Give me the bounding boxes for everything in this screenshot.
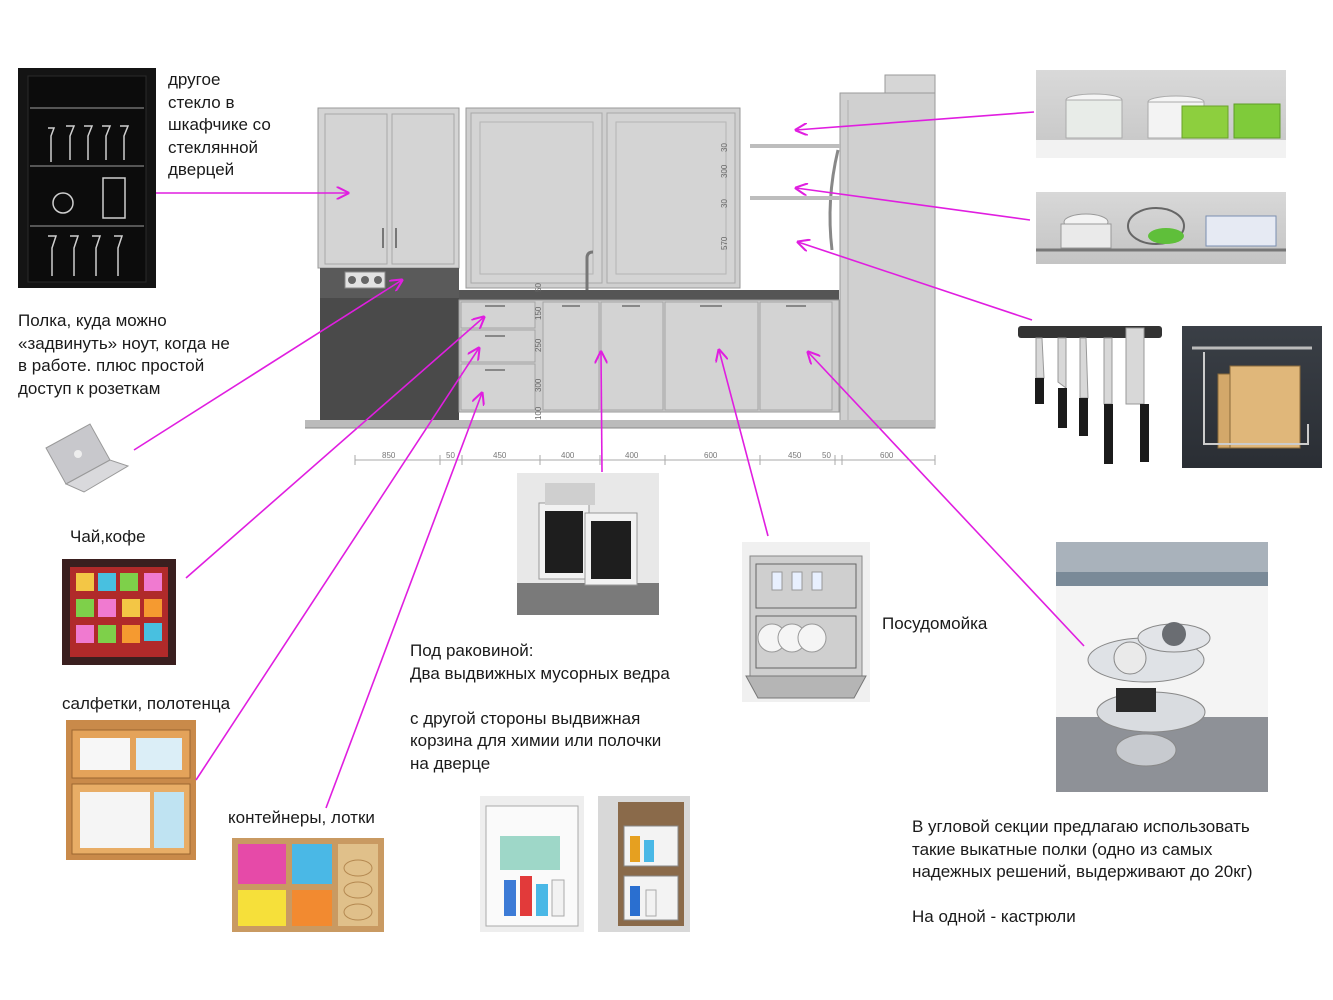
note-napkins: салфетки, полотенца xyxy=(62,694,231,713)
tea-coffee-drawer-photo xyxy=(62,559,176,665)
dishwasher-photo xyxy=(742,542,870,702)
trash-bins-photo xyxy=(517,473,659,615)
under-sink-basket-photo xyxy=(480,796,584,932)
dim-label-v: 30 xyxy=(720,199,729,208)
plates-shelf-photo xyxy=(1036,192,1286,264)
dim-label-v: 250 xyxy=(534,338,543,352)
note-containers: контейнеры, лотки xyxy=(228,808,375,827)
laptop-niche xyxy=(320,268,459,420)
note-laptop-shelf: Полка, куда можно «задвинуть» ноут, когд… xyxy=(18,311,230,398)
containers-drawer-photo xyxy=(232,838,384,932)
dim-label-v: 50 xyxy=(534,283,543,292)
knife-rail-photo xyxy=(1016,322,1166,472)
fridge-column xyxy=(828,74,936,429)
dim-label: 400 xyxy=(625,451,639,460)
faucet xyxy=(585,250,594,292)
dim-label: 850 xyxy=(382,451,396,460)
note-under-sink: Под раковиной: Два выдвижных мусорных ве… xyxy=(410,641,670,773)
dim-label: 600 xyxy=(880,451,894,460)
dim-label-v: 300 xyxy=(534,378,543,392)
upper-cabinets xyxy=(465,107,741,289)
note-corner: В угловой секции предлагаю использовать … xyxy=(912,817,1253,926)
dim-label-v: 100 xyxy=(534,406,543,420)
dim-label-v: 570 xyxy=(720,236,729,250)
dim-label: 600 xyxy=(704,451,718,460)
dim-label-v: 30 xyxy=(720,143,729,152)
laptop-image xyxy=(40,418,130,493)
glass-cabinet-photo xyxy=(18,68,156,288)
note-glass-cabinet: другое стекло в шкафчике со стеклянной д… xyxy=(168,70,271,179)
dim-label: 400 xyxy=(561,451,575,460)
corner-carousel-photo xyxy=(1056,542,1268,792)
cutting-boards-rack-photo xyxy=(1182,326,1322,468)
note-dishwasher: Посудомойка xyxy=(882,614,988,633)
bowls-shelf-photo xyxy=(1036,70,1286,158)
dim-label: 50 xyxy=(446,451,455,460)
dim-label-v: 150 xyxy=(534,306,543,320)
upper-glass-cabinet xyxy=(317,107,460,269)
dim-label-v: 300 xyxy=(720,164,729,178)
note-tea-coffee: Чай,кофе xyxy=(70,527,146,546)
napkins-drawer-photo xyxy=(66,720,196,860)
dim-label: 450 xyxy=(493,451,507,460)
dim-label: 450 xyxy=(788,451,802,460)
door-shelves-photo xyxy=(598,796,690,932)
dim-label: 50 xyxy=(822,451,831,460)
